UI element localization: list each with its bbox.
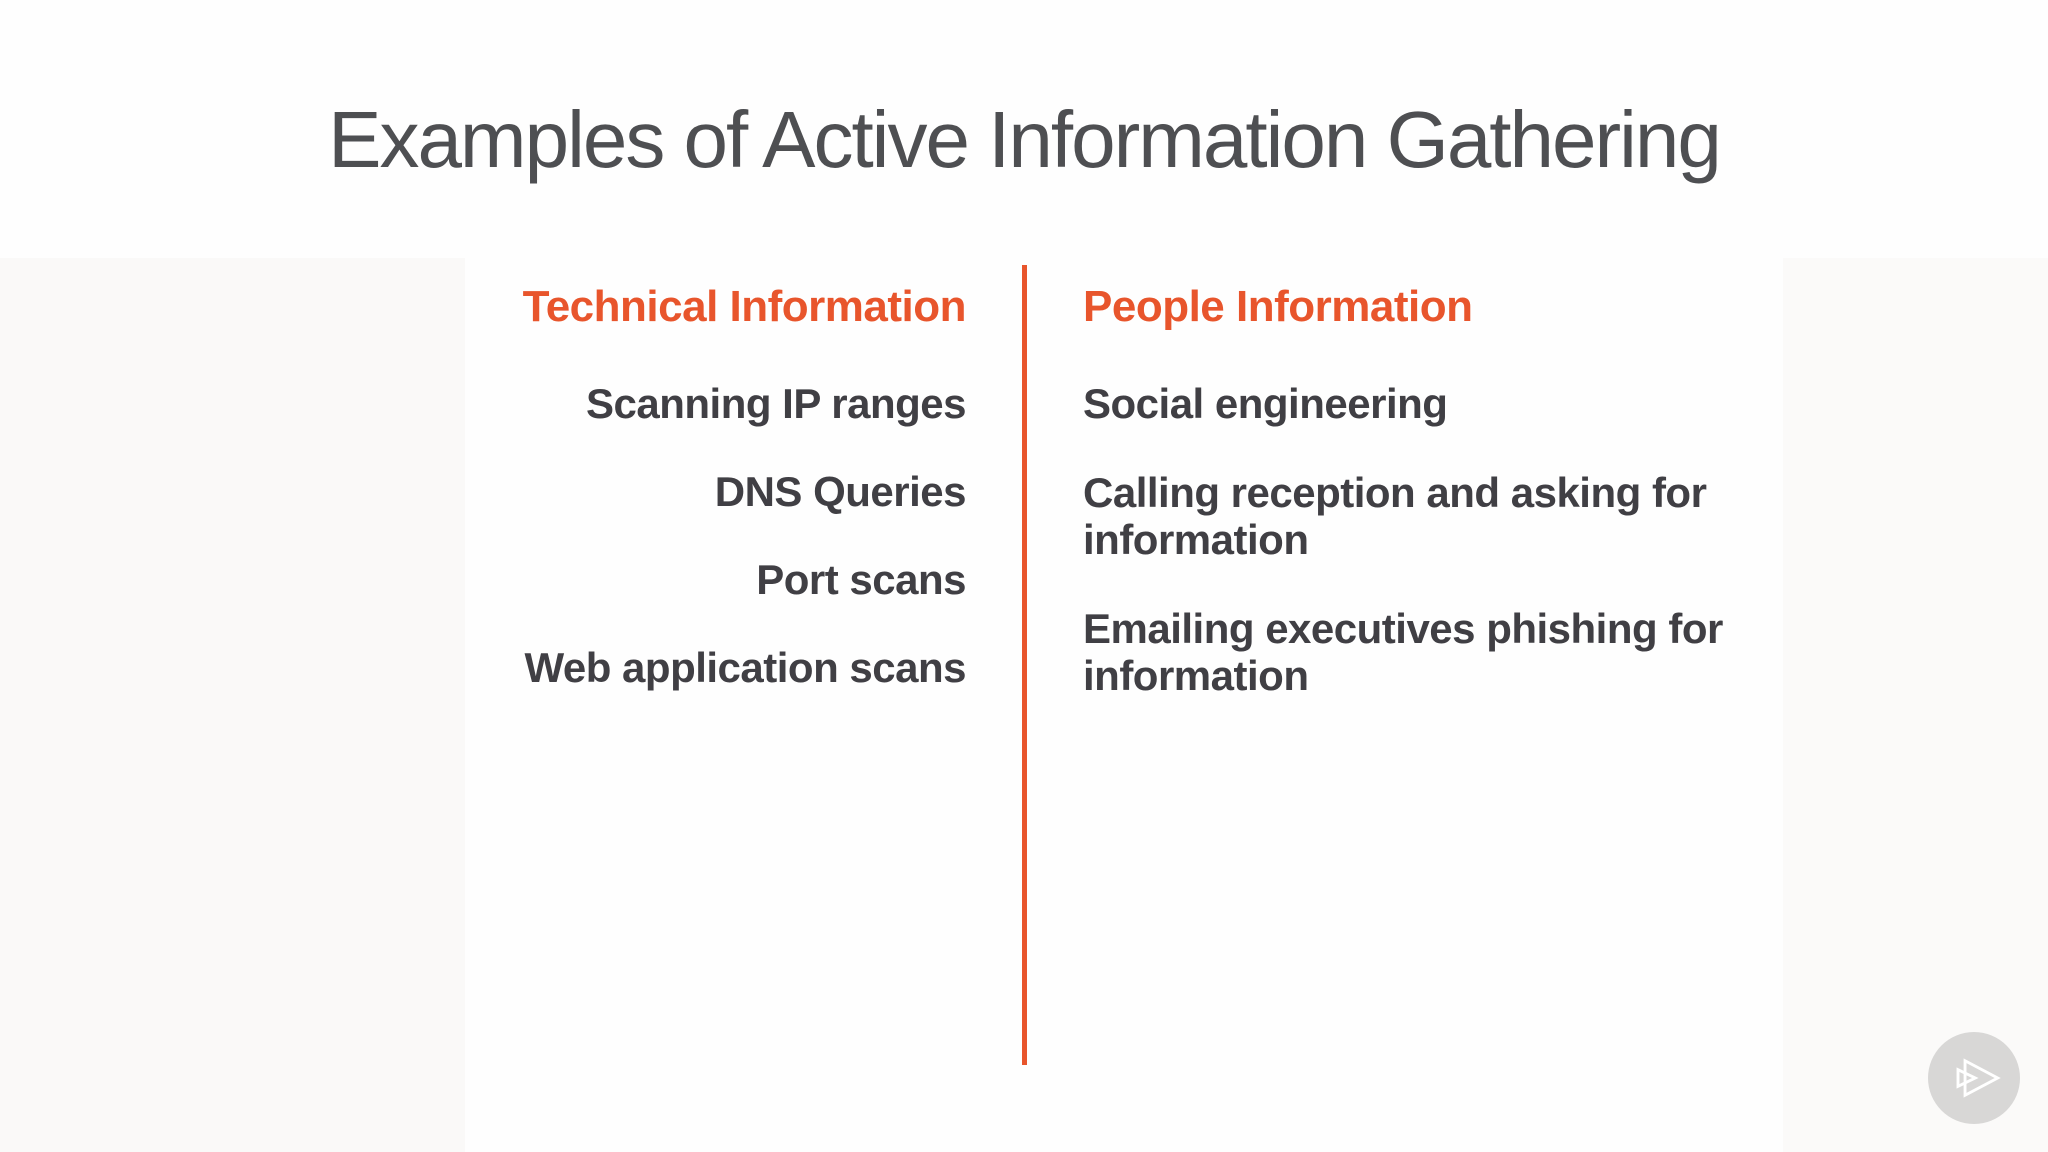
list-item: Social engineering [1083,380,1448,427]
background-right-margin [1783,258,2048,1152]
technical-information-heading: Technical Information [522,282,967,331]
list-item: Scanning IP ranges [585,380,967,427]
pluralsight-play-icon [1956,1058,2001,1098]
list-item: Calling reception and asking for informa… [1083,469,1707,563]
background-left-margin [0,258,465,1152]
technical-information-column: Technical Information Scanning IP ranges… [522,282,967,732]
people-information-column: People Information Social engineering Ca… [1083,283,1823,741]
list-item: Port scans [756,556,966,603]
column-divider [1022,265,1027,1065]
list-item: DNS Queries [714,468,967,515]
pluralsight-logo [1928,1032,2020,1124]
list-item: Web application scans [524,644,966,691]
page-title: Examples of Active Information Gathering [328,95,1722,184]
list-item: Emailing executives phishing for informa… [1083,605,1723,699]
people-information-heading: People Information [1083,282,1473,331]
